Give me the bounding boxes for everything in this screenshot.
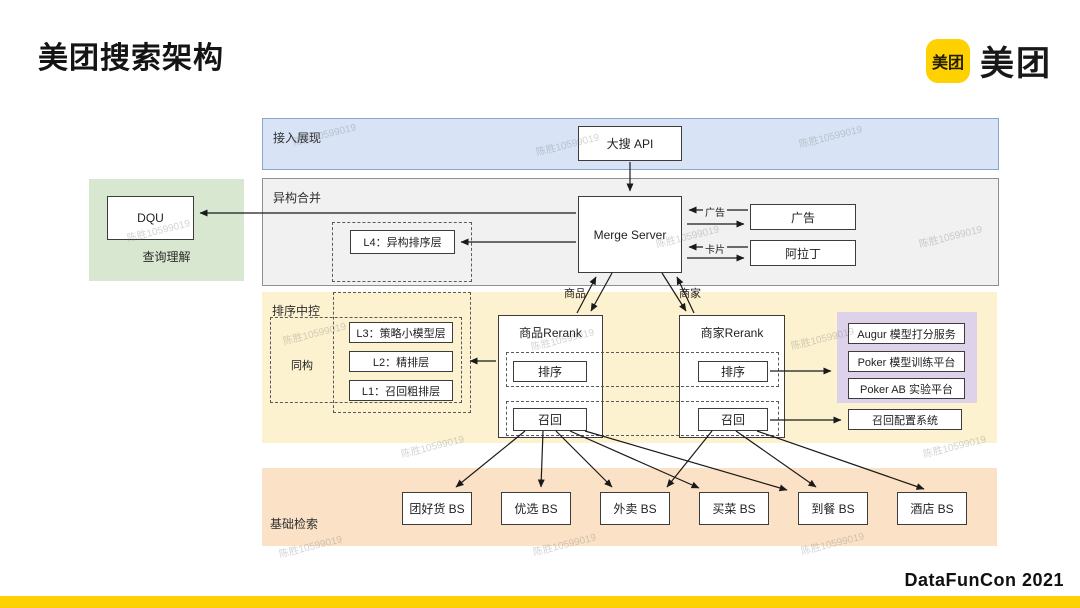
- edge-label-product: 商品: [564, 288, 586, 300]
- node-l1: L1：召回粗排层: [349, 380, 453, 401]
- node-bs-tuanhaohuo: 团好货 BS: [402, 492, 472, 525]
- product-rerank-title: 商品Rerank: [519, 326, 582, 340]
- isomorphic-dashed-group: [270, 317, 462, 403]
- band-retrieval-label: 基础检索: [270, 517, 319, 531]
- node-l3: L3：策略小模型层: [349, 322, 453, 343]
- edge-label-shop: 商家: [679, 288, 701, 300]
- shop-rerank-title: 商家Rerank: [700, 326, 764, 340]
- edge-label-ads: 广告: [703, 204, 727, 219]
- node-bs-maicai: 买菜 BS: [699, 492, 769, 525]
- meituan-logo: 美团 美团: [926, 36, 1052, 85]
- isomorphic-label: 同构: [291, 360, 313, 372]
- node-ads: 广告: [750, 204, 856, 230]
- footer-yellow-bar: [0, 596, 1080, 608]
- node-dasou-api: 大搜 API: [578, 126, 682, 161]
- node-l2: L2：精排层: [349, 351, 453, 372]
- node-bs-jiudian: 酒店 BS: [897, 492, 967, 525]
- node-poker-train: Poker 模型训练平台: [848, 351, 965, 372]
- node-product-recall-stage: 召回: [513, 408, 587, 431]
- node-bs-daocan: 到餐 BS: [798, 492, 868, 525]
- band-rank-label: 排序中控: [272, 304, 321, 318]
- node-aladdin: 阿拉丁: [750, 240, 856, 266]
- band-access-label: 接入展现: [273, 131, 322, 145]
- band-merge-label: 异构合并: [273, 191, 322, 205]
- node-bs-youxuan: 优选 BS: [501, 492, 571, 525]
- meituan-logo-icon: 美团: [926, 38, 970, 83]
- node-dqu: DQU: [107, 196, 194, 240]
- datafuncon-brand: DataFunCon 2021: [904, 570, 1064, 590]
- l-layers-dashed-group: [333, 292, 471, 413]
- node-merge-server: Merge Server: [578, 196, 682, 273]
- node-poker-ab: Poker AB 实验平台: [848, 378, 965, 399]
- edge-label-card: 卡片: [703, 241, 727, 256]
- node-shop-rank-stage: 排序: [698, 361, 768, 382]
- rank-stage-strip: [506, 352, 779, 387]
- l4-dashed-group: [332, 222, 472, 282]
- node-l4: L4：异构排序层: [350, 230, 455, 254]
- node-shop-recall-stage: 召回: [698, 408, 768, 431]
- node-recall-config: 召回配置系统: [848, 409, 962, 430]
- node-product-rank-stage: 排序: [513, 361, 587, 382]
- meituan-wordmark: 美团: [980, 45, 1052, 83]
- query-understanding-label: 查询理解: [142, 250, 191, 264]
- node-bs-waimai: 外卖 BS: [600, 492, 670, 525]
- node-augur: Augur 模型打分服务: [848, 323, 965, 344]
- page-title: 美团搜索架构: [38, 42, 224, 75]
